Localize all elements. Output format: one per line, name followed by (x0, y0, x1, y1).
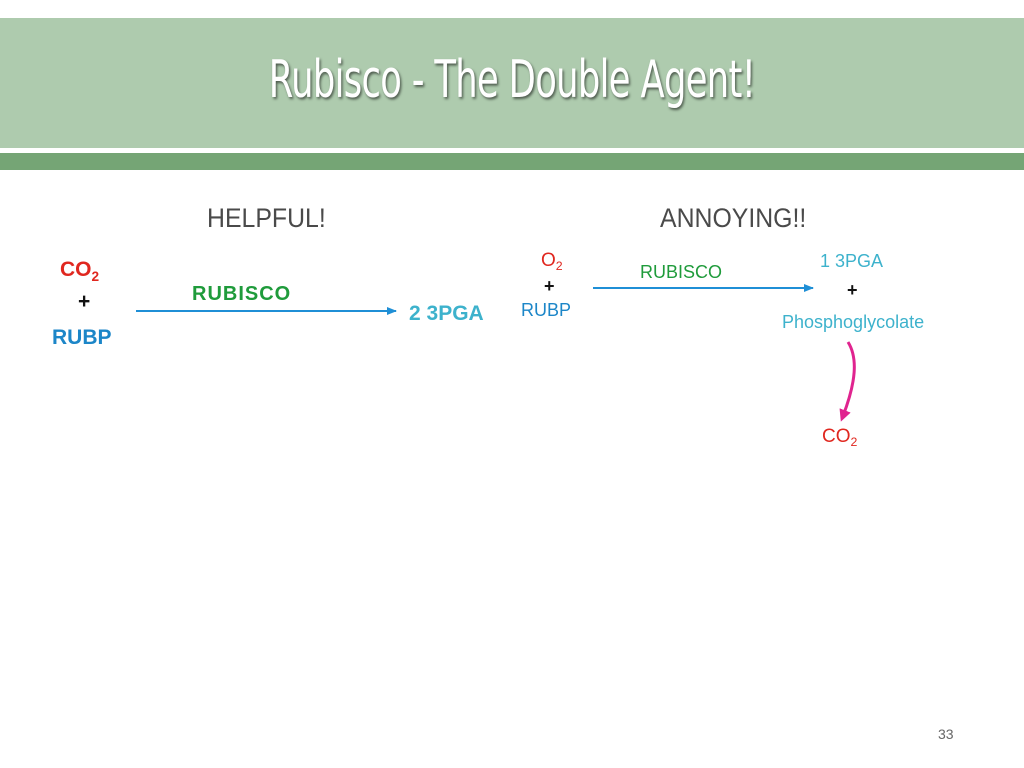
helpful-heading: HELPFUL! (207, 203, 326, 233)
helpful-rubisco-label: RUBISCO (192, 283, 292, 305)
co2-release-arrow (839, 341, 856, 422)
annoying-co2-byproduct-label: CO2 (822, 426, 858, 450)
annoying-plus: + (544, 276, 555, 296)
divider-stripe (0, 153, 1024, 170)
annoying-o2-label: O2 (541, 250, 563, 274)
helpful-plus: + (78, 290, 91, 313)
annoying-rubisco-label: RUBISCO (640, 262, 723, 282)
annoying-product-plus: + (847, 280, 858, 300)
page-number: 33 (938, 726, 954, 742)
helpful-rubp-label: RUBP (52, 326, 112, 349)
slide-title: Rubisco - The Double Agent! (268, 50, 756, 110)
annoying-heading: ANNOYING!! (660, 203, 807, 233)
helpful-co2-label: CO2 (60, 258, 100, 284)
title-band (0, 18, 1024, 148)
annoying-product1-label: 1 3PGA (820, 251, 884, 271)
annoying-product2-label: Phosphoglycolate (782, 312, 925, 332)
annoying-rubp-label: RUBP (521, 300, 572, 320)
helpful-product-label: 2 3PGA (409, 302, 484, 325)
